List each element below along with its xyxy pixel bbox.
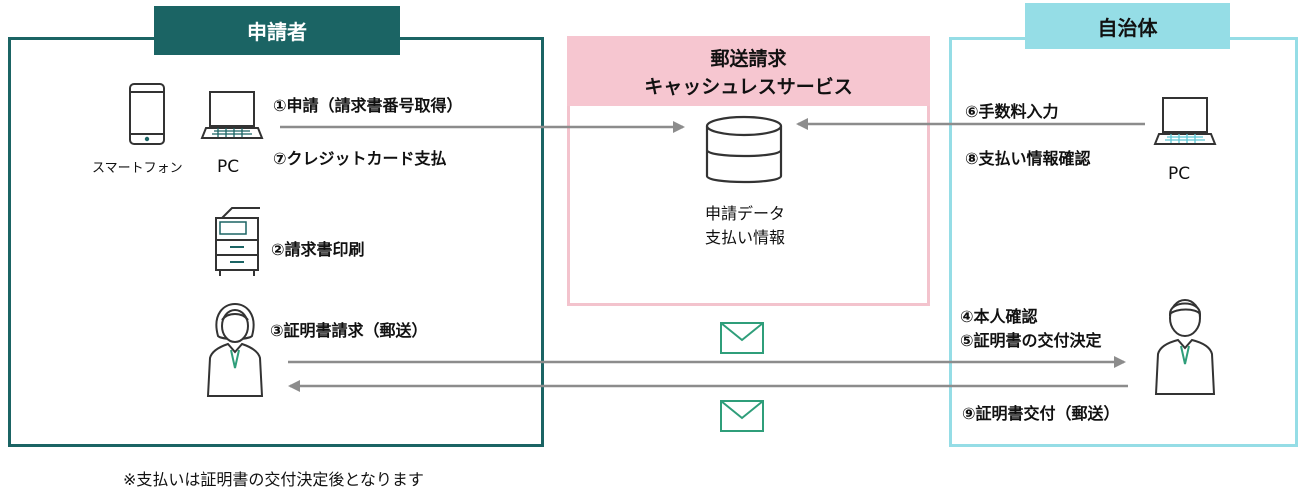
service-title-band — [567, 36, 930, 106]
step-7-label: ⑦クレジットカード支払 — [273, 149, 447, 168]
service-title-line2: キャッシュレスサービス — [644, 76, 853, 98]
step-2-label: ②請求書印刷 — [271, 240, 365, 259]
smartphone-icon — [129, 83, 165, 145]
applicant-laptop-icon — [200, 91, 264, 139]
municipality-title: 自治体 — [1025, 3, 1230, 49]
applicant-pc-label: PC — [217, 157, 240, 177]
smartphone-label: スマートフォン — [92, 161, 183, 176]
database-label-line1: 申請データ — [704, 204, 785, 223]
step-8-label: ⑧支払い情報確認 — [965, 149, 1091, 168]
envelope-icon — [720, 400, 764, 432]
applicant-title: 申請者 — [154, 6, 400, 55]
step-9-label: ⑨証明書交付（郵送） — [962, 404, 1120, 423]
step-3-label: ③証明書請求（郵送） — [270, 321, 428, 340]
municipality-pc-label: PC — [1168, 164, 1191, 184]
municipality-laptop-icon — [1153, 97, 1217, 145]
printer-icon — [215, 207, 260, 276]
footnote: ※支払いは証明書の交付決定後となります — [123, 470, 424, 489]
step-6-label: ⑥手数料入力 — [965, 102, 1059, 121]
step-1-label: ①申請（請求書番号取得） — [273, 96, 463, 115]
database-label-line2: 支払い情報 — [704, 228, 785, 247]
step-4-label: ④本人確認 — [960, 307, 1038, 326]
step-5-label: ⑤証明書の交付決定 — [960, 331, 1102, 350]
envelope-icon — [720, 322, 764, 354]
database-icon — [705, 115, 783, 184]
applicant-person-icon — [206, 302, 264, 397]
service-title-line1: 郵送請求 — [710, 48, 787, 70]
municipality-person-icon — [1154, 299, 1216, 395]
